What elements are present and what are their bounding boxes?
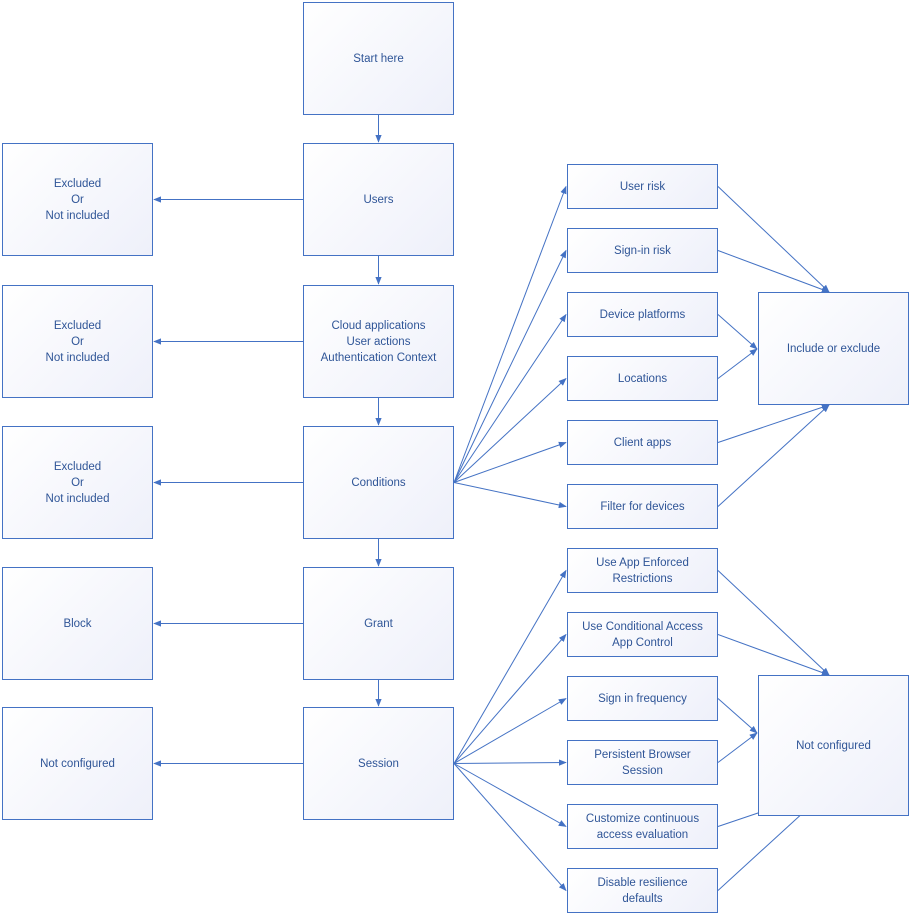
- session-box: Session: [303, 707, 454, 820]
- condition-sign-in-risk: Sign-in risk: [567, 228, 718, 273]
- arrow-session-to-item-5: [453, 763, 567, 892]
- session-sign-in-frequency: Sign in frequency: [567, 676, 718, 721]
- block-label: Block: [63, 617, 92, 630]
- cloud-excluded-line-3: Not included: [45, 351, 110, 364]
- condition-item-label: Device platforms: [599, 308, 686, 321]
- arrow-item-1-to-include-exclude: [717, 250, 830, 293]
- session-item-label-line-2: App Control: [612, 636, 673, 649]
- arrow-conditions-to-item-4: [453, 441, 567, 483]
- conditions-label: Conditions: [351, 476, 406, 489]
- users-excluded-box: Excluded Or Not included: [2, 143, 153, 256]
- cloud-excluded-line-1: Excluded: [53, 319, 102, 332]
- condition-user-risk: User risk: [567, 164, 718, 209]
- arrow-conditions-to-item-0: [453, 185, 567, 483]
- start-label: Start here: [353, 52, 404, 65]
- session-persistent-browser: Persistent Browser Session: [567, 740, 718, 785]
- cloud-label-line-2: User actions: [346, 335, 411, 348]
- cloud-excluded-line-2: Or: [71, 335, 84, 348]
- arrow-session-to-item-3: [453, 759, 567, 766]
- arrow-item-4-to-include-exclude: [717, 404, 830, 443]
- arrow-session-to-item-1: [453, 633, 567, 764]
- not-configured-result-label: Not configured: [796, 739, 871, 752]
- arrow-session-item-1-to-not-configured: [717, 634, 830, 676]
- include-or-exclude-label: Include or exclude: [786, 342, 881, 355]
- session-not-configured-box: Not configured: [2, 707, 153, 820]
- session-item-label-line-1: Persistent Browser: [594, 748, 691, 761]
- condition-item-label: Filter for devices: [600, 500, 685, 513]
- session-item-label-line-1: Sign in frequency: [598, 692, 687, 705]
- arrow-item-3-to-include-exclude: [717, 348, 758, 379]
- session-disable-resilience-defaults: Disable resilience defaults: [567, 868, 718, 913]
- condition-item-label: User risk: [619, 180, 666, 193]
- condition-item-label: Locations: [617, 372, 668, 385]
- condition-item-label: Sign-in risk: [614, 244, 671, 257]
- arrow-conditions-to-item-2: [453, 313, 567, 483]
- users-label: Users: [363, 193, 394, 206]
- condition-filter-for-devices: Filter for devices: [567, 484, 718, 529]
- conditions-box: Conditions: [303, 426, 454, 539]
- session-item-label-line-2: Restrictions: [612, 572, 673, 585]
- condition-locations: Locations: [567, 356, 718, 401]
- users-box: Users: [303, 143, 454, 256]
- condition-item-label: Client apps: [613, 436, 672, 449]
- session-item-label-line-1: Use Conditional Access: [582, 620, 703, 633]
- users-excluded-line-3: Not included: [45, 209, 110, 222]
- arrow-session-to-item-2: [453, 698, 567, 764]
- session-item-label-line-1: Use App Enforced: [596, 556, 689, 569]
- conditions-excluded-line-2: Or: [71, 476, 84, 489]
- users-excluded-line-2: Or: [71, 193, 84, 206]
- grant-box: Grant: [303, 567, 454, 680]
- start-box: Start here: [303, 2, 454, 115]
- cloud-applications-box: Cloud applications User actions Authenti…: [303, 285, 454, 398]
- arrow-session-to-item-0: [453, 569, 567, 764]
- arrow-session-to-item-4: [453, 763, 567, 827]
- session-item-label-line-1: Customize continuous: [585, 812, 700, 825]
- session-app-enforced-restrictions: Use App Enforced Restrictions: [567, 548, 718, 593]
- session-item-label-line-2: access evaluation: [596, 828, 689, 841]
- not-configured-result-box: Not configured: [758, 675, 909, 816]
- session-continuous-access-evaluation: Customize continuous access evaluation: [567, 804, 718, 849]
- arrow-session-item-2-to-not-configured: [717, 698, 758, 734]
- session-item-label-line-2: Session: [622, 764, 663, 777]
- arrow-session-item-0-to-not-configured: [717, 570, 830, 676]
- condition-client-apps: Client apps: [567, 420, 718, 465]
- session-label: Session: [358, 757, 399, 770]
- condition-device-platforms: Device platforms: [567, 292, 718, 337]
- session-item-label-line-1: Disable resilience: [597, 876, 688, 889]
- session-conditional-access-app-control: Use Conditional Access App Control: [567, 612, 718, 657]
- session-item-label-line-2: defaults: [622, 892, 663, 905]
- arrow-conditions-to-item-3: [453, 377, 567, 483]
- conditions-excluded-box: Excluded Or Not included: [2, 426, 153, 539]
- arrow-item-0-to-include-exclude: [717, 186, 830, 293]
- cloud-excluded-box: Excluded Or Not included: [2, 285, 153, 398]
- conditions-excluded-line-3: Not included: [45, 492, 110, 505]
- users-excluded-line-1: Excluded: [53, 177, 102, 190]
- include-or-exclude-box: Include or exclude: [758, 292, 909, 405]
- conditions-excluded-line-1: Excluded: [53, 460, 102, 473]
- arrow-item-2-to-include-exclude: [717, 314, 758, 350]
- block-box: Block: [2, 567, 153, 680]
- grant-label: Grant: [364, 617, 393, 630]
- session-not-configured-label: Not configured: [40, 757, 115, 770]
- cloud-label-line-3: Authentication Context: [320, 351, 437, 364]
- arrow-session-item-3-to-not-configured: [717, 732, 758, 763]
- arrow-conditions-to-item-1: [453, 249, 567, 483]
- cloud-label-line-1: Cloud applications: [331, 319, 426, 332]
- arrow-conditions-to-item-5: [453, 482, 567, 509]
- arrow-item-5-to-include-exclude: [717, 404, 830, 507]
